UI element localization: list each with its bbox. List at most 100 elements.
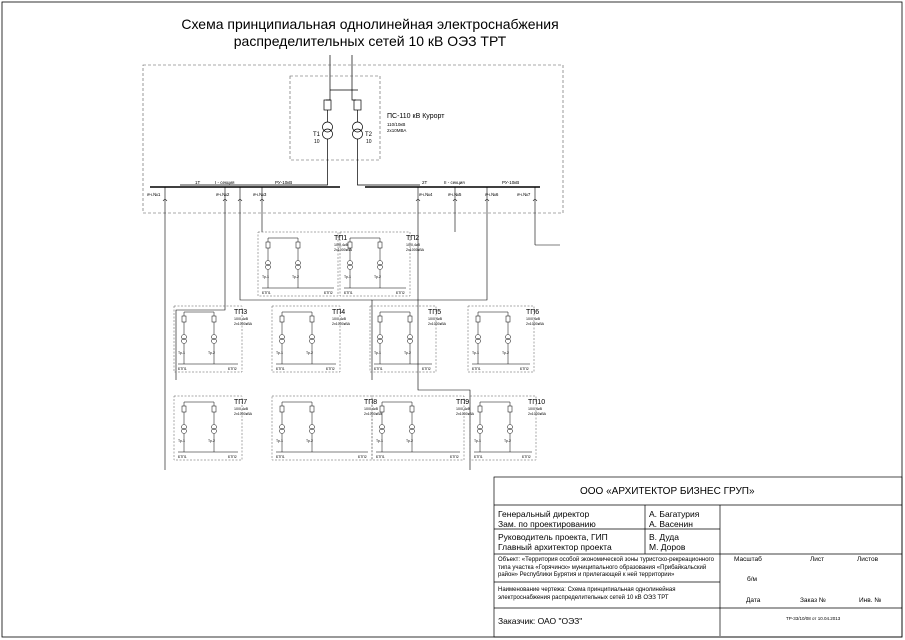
tp-10-tr2-label: Тр-2 xyxy=(504,439,511,443)
tp-9-b1-label: БТП1 xyxy=(376,455,385,459)
date-label: Дата xyxy=(746,597,761,604)
feeder-lines xyxy=(162,187,560,470)
tp-4-tr2-label: Тр-2 xyxy=(306,351,313,355)
tp-3-name: ТП3 xyxy=(234,309,247,316)
customer: Заказчик: ОАО "ОЭЗ" xyxy=(498,616,583,626)
tp-10-tr1-label: Тр-1 xyxy=(474,439,481,443)
role-deputy: Зам. по проектированию xyxy=(498,519,596,529)
substation-inner-boundary xyxy=(289,75,381,161)
tp-3-tr1-label: Тр-1 xyxy=(178,351,185,355)
sheet-label: Лист xyxy=(810,556,825,563)
tp-10-spec1: 10/0,4кВ xyxy=(528,407,543,411)
tp-6-tr2-label: Тр-2 xyxy=(502,351,509,355)
cell-label-4: яч.№4 xyxy=(419,192,433,197)
tp-1-name: ТП1 xyxy=(334,235,347,242)
substation-spec1: 110/10кВ xyxy=(387,122,405,127)
tp-6-name: ТП6 xyxy=(526,309,539,316)
tp-7-b2-label: БТП2 xyxy=(228,455,237,459)
company-name: ООО «АРХИТЕКТОР БИЗНЕС ГРУП» xyxy=(580,486,755,497)
tp-2-tr1-label: Тр-1 xyxy=(344,275,351,279)
tp-9-tr2-label: Тр-2 xyxy=(406,439,413,443)
tp-6-spec2: 2х1000кВА xyxy=(526,322,545,326)
t1-sub-label: 10 xyxy=(314,139,320,145)
tp-2-spec2: 2х1000кВА xyxy=(406,248,425,252)
tp-5-tr1-label: Тр-1 xyxy=(374,351,381,355)
tp-7-tr1-label: Тр-1 xyxy=(178,439,185,443)
substation-name: ПС-110 кВ Курорт xyxy=(387,113,445,120)
tp-9-tr1-label: Тр-1 xyxy=(376,439,383,443)
drawing-title-line2: распределительных сетей 10 кВ ОЭЗ ТРТ xyxy=(233,33,507,49)
tp-1-b1-label: БТП1 xyxy=(262,291,271,295)
title-block xyxy=(493,476,903,638)
tp-5-b1-label: БТП1 xyxy=(374,367,383,371)
tp-5-spec1: 10/0,4кВ xyxy=(428,317,443,321)
tp-2-tr2-label: Тр-2 xyxy=(374,275,381,279)
tp-7-spec2: 2х1000кВА xyxy=(234,412,253,416)
tp-10-b1-label: БТП1 xyxy=(474,455,483,459)
order-label: Заказ № xyxy=(800,597,826,604)
tp-8-name: ТП8 xyxy=(364,399,377,406)
tp-1-spec1: 10/0,4кВ xyxy=(334,243,349,247)
tp-4-b2-label: БТП2 xyxy=(326,367,335,371)
cell-label-6: яч.№6 xyxy=(485,192,499,197)
name-project-lead: В. Дуда xyxy=(649,532,679,542)
tp-8-tr2-label: Тр-2 xyxy=(306,439,313,443)
tp-6-spec1: 10/0,4кВ xyxy=(526,317,541,321)
bus1-label-1t: 1Т xyxy=(195,180,201,185)
tp-6-tr1-label: Тр-1 xyxy=(472,351,479,355)
transformer-t2 xyxy=(352,99,420,186)
tp-6-b2-label: БТП2 xyxy=(520,367,529,371)
substation-boundary xyxy=(142,64,564,214)
tp-8-b1-label: БТП1 xyxy=(276,455,285,459)
tp-5-b2-label: БТП2 xyxy=(422,367,431,371)
tp-8-spec2: 2х1000кВА xyxy=(364,412,383,416)
tp-4-spec1: 10/0,4кВ xyxy=(332,317,347,321)
sheets-label: Листов xyxy=(857,556,879,563)
inv-label: Инв. № xyxy=(859,597,882,604)
tp-10-b2-label: БТП2 xyxy=(522,455,531,459)
tp-4-spec2: 2х1000кВА xyxy=(332,322,351,326)
tp-4-b1-label: БТП1 xyxy=(276,367,285,371)
drawing-title-line1: Схема принципиальная однолинейная электр… xyxy=(181,16,559,32)
cell-label-3: яч.№3 xyxy=(253,192,267,197)
t2-sub-label: 10 xyxy=(366,139,372,145)
tp-5-tr2-label: Тр-2 xyxy=(404,351,411,355)
role-project-lead: Руководитель проекта, ГИП xyxy=(498,532,608,542)
scale-label: Масштаб xyxy=(734,556,762,563)
tp-5-name: ТП5 xyxy=(428,309,441,316)
object-description: Объект: «Территория особой экономической… xyxy=(498,557,714,578)
tp-3-b1-label: БТП1 xyxy=(178,367,187,371)
tp-8-tr1-label: Тр-1 xyxy=(276,439,283,443)
tp-1-tr1-label: Тр-1 xyxy=(262,275,269,279)
name-chief-architect: М. Доров xyxy=(649,542,686,552)
tp-7-spec1: 10/0,4кВ xyxy=(234,407,249,411)
tp-1-spec2: 2х1000кВА xyxy=(334,248,353,252)
tp-7-name: ТП7 xyxy=(234,399,247,406)
tp-4-name: ТП4 xyxy=(332,309,345,316)
doc-code: ТР-33/10/08 от 10.04.2013 xyxy=(786,616,841,621)
bus2-label-section: II - секция xyxy=(444,180,465,185)
tp-3-tr2-label: Тр-2 xyxy=(208,351,215,355)
tp-5-spec2: 2х1000кВА xyxy=(428,322,447,326)
cell-label-7: яч.№7 xyxy=(517,192,531,197)
tp-3-spec2: 2х1000кВА xyxy=(234,322,253,326)
role-general-director: Генеральный директор xyxy=(498,509,590,519)
transformer-t1 xyxy=(180,99,333,186)
tp-2-spec1: 10/0,4кВ xyxy=(406,243,421,247)
name-deputy: А. Васенин xyxy=(649,519,693,529)
scale-value: б/м xyxy=(747,576,757,583)
tp-10-spec2: 2х1000кВА xyxy=(528,412,547,416)
tp-10-name: ТП10 xyxy=(528,399,545,406)
tp-7-b1-label: БТП1 xyxy=(178,455,187,459)
